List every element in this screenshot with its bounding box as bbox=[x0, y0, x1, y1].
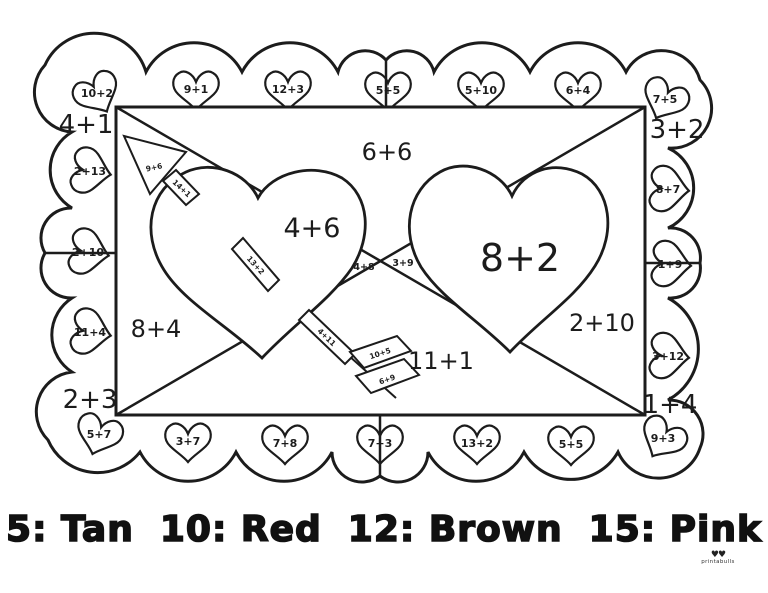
border-heart-label: 11+4 bbox=[74, 326, 107, 339]
border-heart-label: 5+5 bbox=[376, 84, 401, 97]
big-heart-left-label: 4+6 bbox=[284, 213, 341, 244]
region-label-top-left: 4+1 bbox=[59, 110, 114, 140]
envelope-label-top: 6+6 bbox=[362, 138, 413, 166]
arrow-shaft-lower bbox=[297, 308, 357, 366]
border-heart-label: 9+1 bbox=[184, 83, 209, 96]
border-heart-label: 2+13 bbox=[74, 165, 106, 178]
envelope-label-cross-left: 4+8 bbox=[353, 262, 375, 273]
legend-item: 5: Tan bbox=[5, 508, 134, 551]
arrow-shaft-middle bbox=[230, 236, 281, 293]
logo-mark-icon: ♥♥ bbox=[710, 550, 726, 560]
border-heart-label: 13+2 bbox=[461, 437, 493, 450]
big-heart-right bbox=[407, 164, 610, 355]
cupid-arrow bbox=[122, 134, 421, 399]
envelope-label-cross-right: 3+9 bbox=[392, 258, 413, 269]
border-heart-label: 3+7 bbox=[176, 435, 201, 448]
envelope-label-left: 8+4 bbox=[131, 315, 182, 343]
arrow-head-label: 9+6 bbox=[145, 161, 163, 173]
border-heart-label: 12+3 bbox=[272, 83, 304, 96]
region-label-top-right: 3+2 bbox=[650, 115, 705, 145]
border-heart-label: 5+5 bbox=[559, 438, 584, 451]
border-heart-label: 7+3 bbox=[368, 437, 393, 450]
connector-lines bbox=[45, 60, 700, 476]
border-heart-label: 2+10 bbox=[72, 246, 105, 259]
border-heart-label: 7+8 bbox=[273, 437, 298, 450]
border-heart-label: 5+10 bbox=[465, 84, 498, 97]
arrow-feather-top bbox=[348, 334, 413, 370]
border-heart-label: 5+7 bbox=[87, 428, 112, 441]
arrow-shaft-upper bbox=[161, 168, 201, 207]
border-heart-label: 1+9 bbox=[658, 258, 683, 271]
envelope-label-right: 2+10 bbox=[569, 309, 635, 337]
border-heart-label: 10+2 bbox=[81, 87, 113, 100]
big-heart-right-label: 8+2 bbox=[480, 236, 560, 280]
border-heart-label: 9+3 bbox=[651, 432, 676, 445]
region-label-bottom-right: 1+4 bbox=[643, 390, 698, 420]
arrow-feather-bottom bbox=[354, 357, 421, 395]
border-heart-label: 3+12 bbox=[652, 350, 684, 363]
envelope-diagonal bbox=[115, 105, 646, 417]
logo-text: printabulls bbox=[701, 559, 735, 565]
color-key-legend: 5: Tan 10: Red 12: Brown 15: Pink bbox=[0, 498, 768, 560]
border-heart-label: 8+7 bbox=[656, 183, 681, 196]
envelope-label-bottom: 11+1 bbox=[408, 347, 474, 375]
legend-item: 15: Pink bbox=[588, 508, 762, 551]
printabulls-logo: ♥♥ printabulls bbox=[688, 550, 748, 566]
legend-item: 10: Red bbox=[159, 508, 322, 551]
legend-item: 12: Brown bbox=[347, 508, 563, 551]
border-heart-label: 6+4 bbox=[566, 84, 591, 97]
region-label-bottom-left: 2+3 bbox=[63, 385, 118, 415]
arrow-head bbox=[122, 134, 188, 196]
border-heart-label: 7+5 bbox=[653, 93, 678, 106]
